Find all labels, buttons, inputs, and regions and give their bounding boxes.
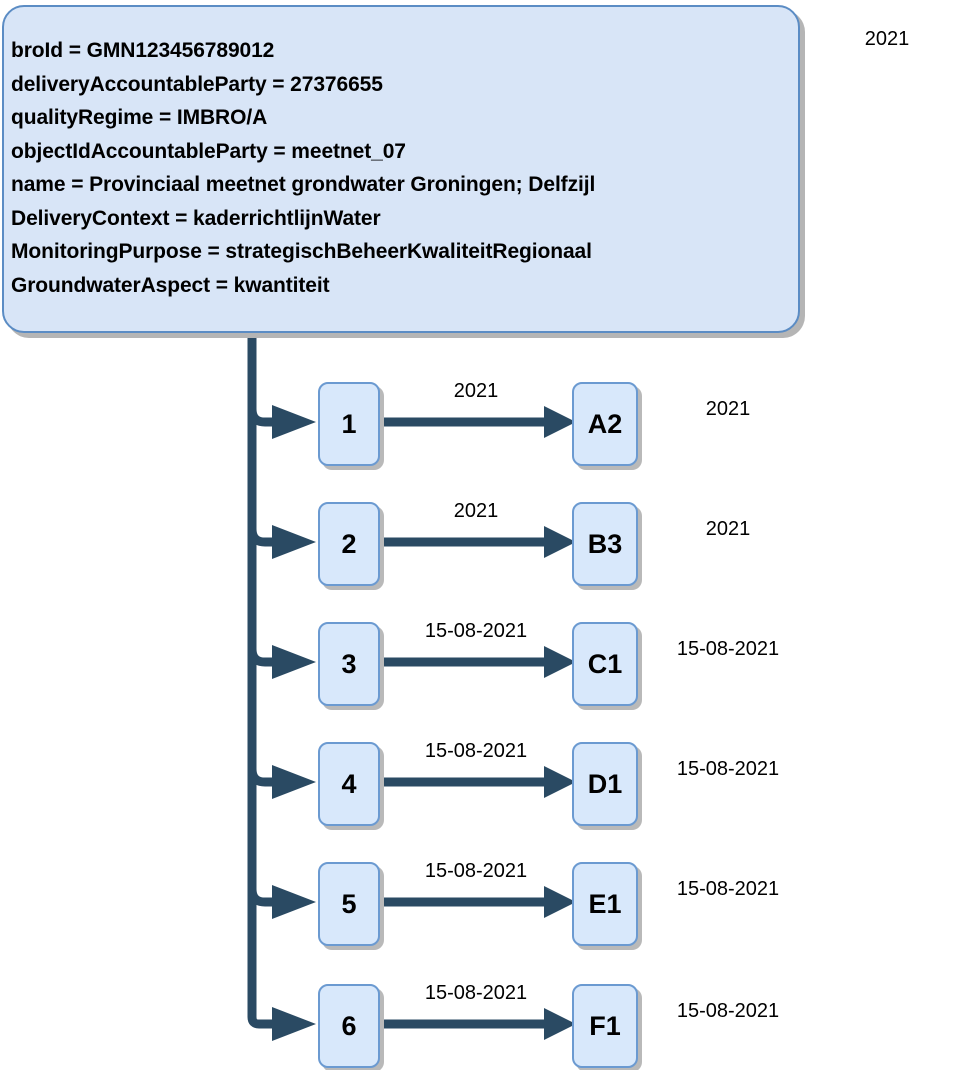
- target-node-1[interactable]: A2: [572, 382, 638, 466]
- edge-label-6: 15-08-2021: [424, 982, 528, 1004]
- monitoring-net-info-box: broId = GMN123456789012 deliveryAccounta…: [2, 5, 800, 333]
- target-node-5[interactable]: E1: [572, 862, 638, 946]
- info-line-list: broId = GMN123456789012 deliveryAccounta…: [11, 34, 801, 302]
- source-node-6[interactable]: 6: [318, 984, 380, 1068]
- edge-label-5: 15-08-2021: [424, 860, 528, 882]
- target-node-2[interactable]: B3: [572, 502, 638, 586]
- source-node-2[interactable]: 2: [318, 502, 380, 586]
- side-label-6: 15-08-2021: [676, 1000, 780, 1022]
- branch-arrowheads: [272, 405, 316, 1041]
- target-node-4[interactable]: D1: [572, 742, 638, 826]
- edge-label-1: 2021: [453, 380, 499, 402]
- side-label-5: 15-08-2021: [676, 878, 780, 900]
- info-line-delivery-context: DeliveryContext = kaderrichtlijnWater: [11, 206, 381, 230]
- info-line-name: name = Provinciaal meetnet grondwater Gr…: [11, 173, 596, 196]
- side-label-2: 2021: [705, 518, 751, 540]
- edge-label-4: 15-08-2021: [424, 740, 528, 762]
- side-label-3: 15-08-2021: [676, 638, 780, 660]
- source-node-3[interactable]: 3: [318, 622, 380, 706]
- header-year-label: 2021: [864, 28, 910, 50]
- info-line-broid: broId = GMN123456789012: [11, 39, 275, 62]
- source-node-4[interactable]: 4: [318, 742, 380, 826]
- info-line-quality-regime: qualityRegime = IMBRO/A: [11, 106, 268, 129]
- info-line-groundwater-aspect: GroundwaterAspect = kwantiteit: [11, 273, 330, 297]
- target-node-3[interactable]: C1: [572, 622, 638, 706]
- row-3: 3 15-08-2021 C1 15-08-2021: [0, 620, 960, 708]
- branch-elbows: [247, 408, 276, 907]
- info-line-object-id-accountable-party: objectIdAccountableParty = meetnet_07: [11, 139, 406, 163]
- source-node-5[interactable]: 5: [318, 862, 380, 946]
- row-1: 1 2021 A2 2021: [0, 380, 960, 468]
- source-node-1[interactable]: 1: [318, 382, 380, 466]
- row-4: 4 15-08-2021 D1 15-08-2021: [0, 740, 960, 828]
- target-node-6[interactable]: F1: [572, 984, 638, 1068]
- row-5: 5 15-08-2021 E1 15-08-2021: [0, 860, 960, 948]
- edge-label-2: 2021: [453, 500, 499, 522]
- info-line-delivery-accountable-party: deliveryAccountableParty = 27376655: [11, 72, 383, 96]
- row-arrows: [380, 406, 576, 1040]
- side-label-1: 2021: [705, 398, 751, 420]
- info-line-monitoring-purpose: MonitoringPurpose = strategischBeheerKwa…: [11, 240, 592, 263]
- trunk-line: [247, 333, 276, 1029]
- row-6: 6 15-08-2021 F1 15-08-2021: [0, 982, 960, 1070]
- row-2: 2 2021 B3 2021: [0, 500, 960, 588]
- side-label-4: 15-08-2021: [676, 758, 780, 780]
- edge-label-3: 15-08-2021: [424, 620, 528, 642]
